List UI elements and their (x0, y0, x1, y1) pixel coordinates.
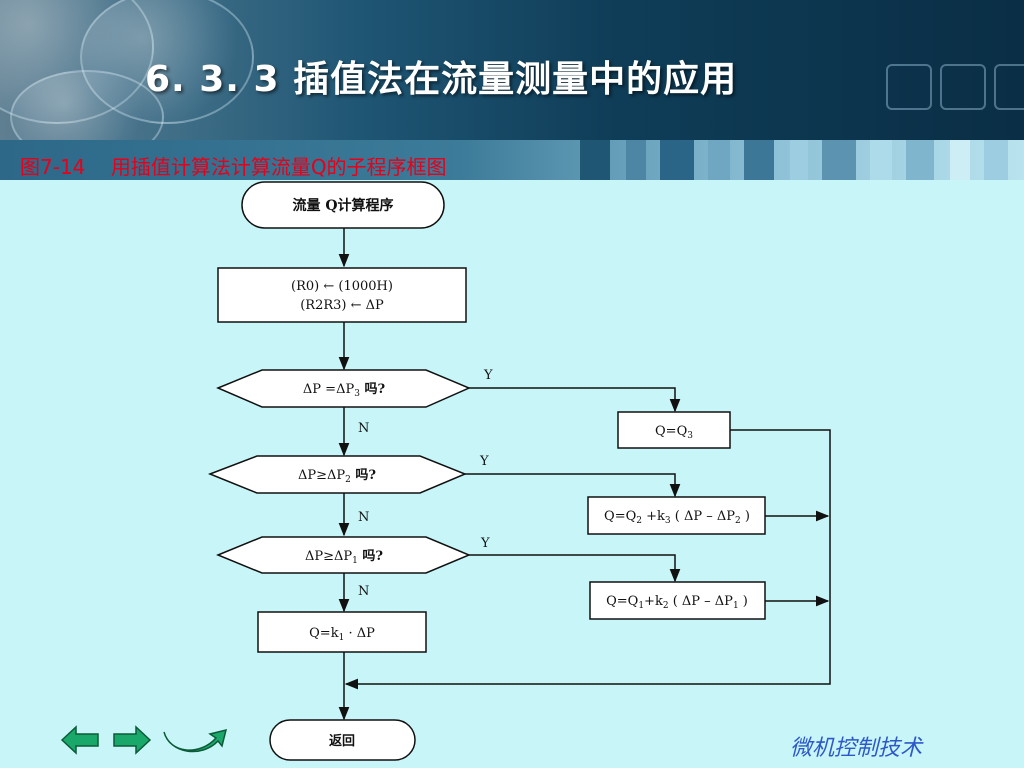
flowchart: 流量 Q计算程序 (R0) ← (1000H) (R2R3) ← ΔP ΔP =… (207, 181, 831, 761)
decision-dp-eq-dp3 (216, 369, 471, 408)
no-label: N (358, 584, 369, 599)
figure-caption: 图7-14 用插值计算法计算流量Q的子程序框图 (20, 155, 447, 179)
init-line-2: (R2R3) ← ΔP (300, 298, 384, 313)
return-label: 返回 (329, 734, 355, 749)
footer-course-title: 微机控制技术 (790, 736, 923, 761)
yes-label: Y (479, 454, 489, 469)
init-line-1: (R0) ← (1000H) (291, 279, 393, 294)
square-decoration (940, 64, 986, 110)
q-equals-q3-box (617, 411, 731, 449)
return-terminal (269, 719, 416, 761)
header-banner: 6. 3. 3 插值法在流量测量中的应用 (0, 0, 1024, 140)
q2-interp-box (587, 496, 766, 535)
q-k1-box (257, 611, 427, 653)
no-label: N (358, 421, 369, 436)
q1-interp-box (589, 581, 766, 620)
caption-strip (0, 140, 1024, 180)
k1-formula: Q=k1 · ΔP (309, 626, 375, 643)
square-decoration (886, 64, 932, 110)
connector-lines (338, 228, 831, 721)
decision-1-label: ΔP =ΔP3 吗? (303, 382, 386, 399)
yes-label: Y (483, 368, 493, 383)
decision-dp-ge-dp2 (207, 455, 467, 494)
start-label: 流量 Q计算程序 (292, 197, 393, 214)
square-decoration (994, 64, 1024, 110)
q2-formula: Q=Q2 +k3 ( ΔP – ΔP2 ) (604, 509, 750, 526)
slide-title: 6. 3. 3 插值法在流量测量中的应用 (145, 59, 738, 100)
decision-2-label: ΔP≥ΔP2 吗? (298, 468, 376, 485)
yes-label: Y (480, 536, 490, 551)
start-terminal (241, 181, 445, 229)
no-label: N (358, 510, 369, 525)
q3-formula: Q=Q3 (655, 424, 693, 441)
arrow-left-icon[interactable] (60, 724, 102, 756)
q1-formula: Q=Q1+k2 ( ΔP – ΔP1 ) (606, 594, 748, 611)
arrow-right-icon[interactable] (110, 724, 152, 756)
decision-3-label: ΔP≥ΔP1 吗? (305, 549, 383, 566)
init-process-box (217, 267, 467, 323)
return-arrow-icon[interactable] (160, 724, 230, 756)
decision-dp-ge-dp1 (216, 536, 471, 574)
